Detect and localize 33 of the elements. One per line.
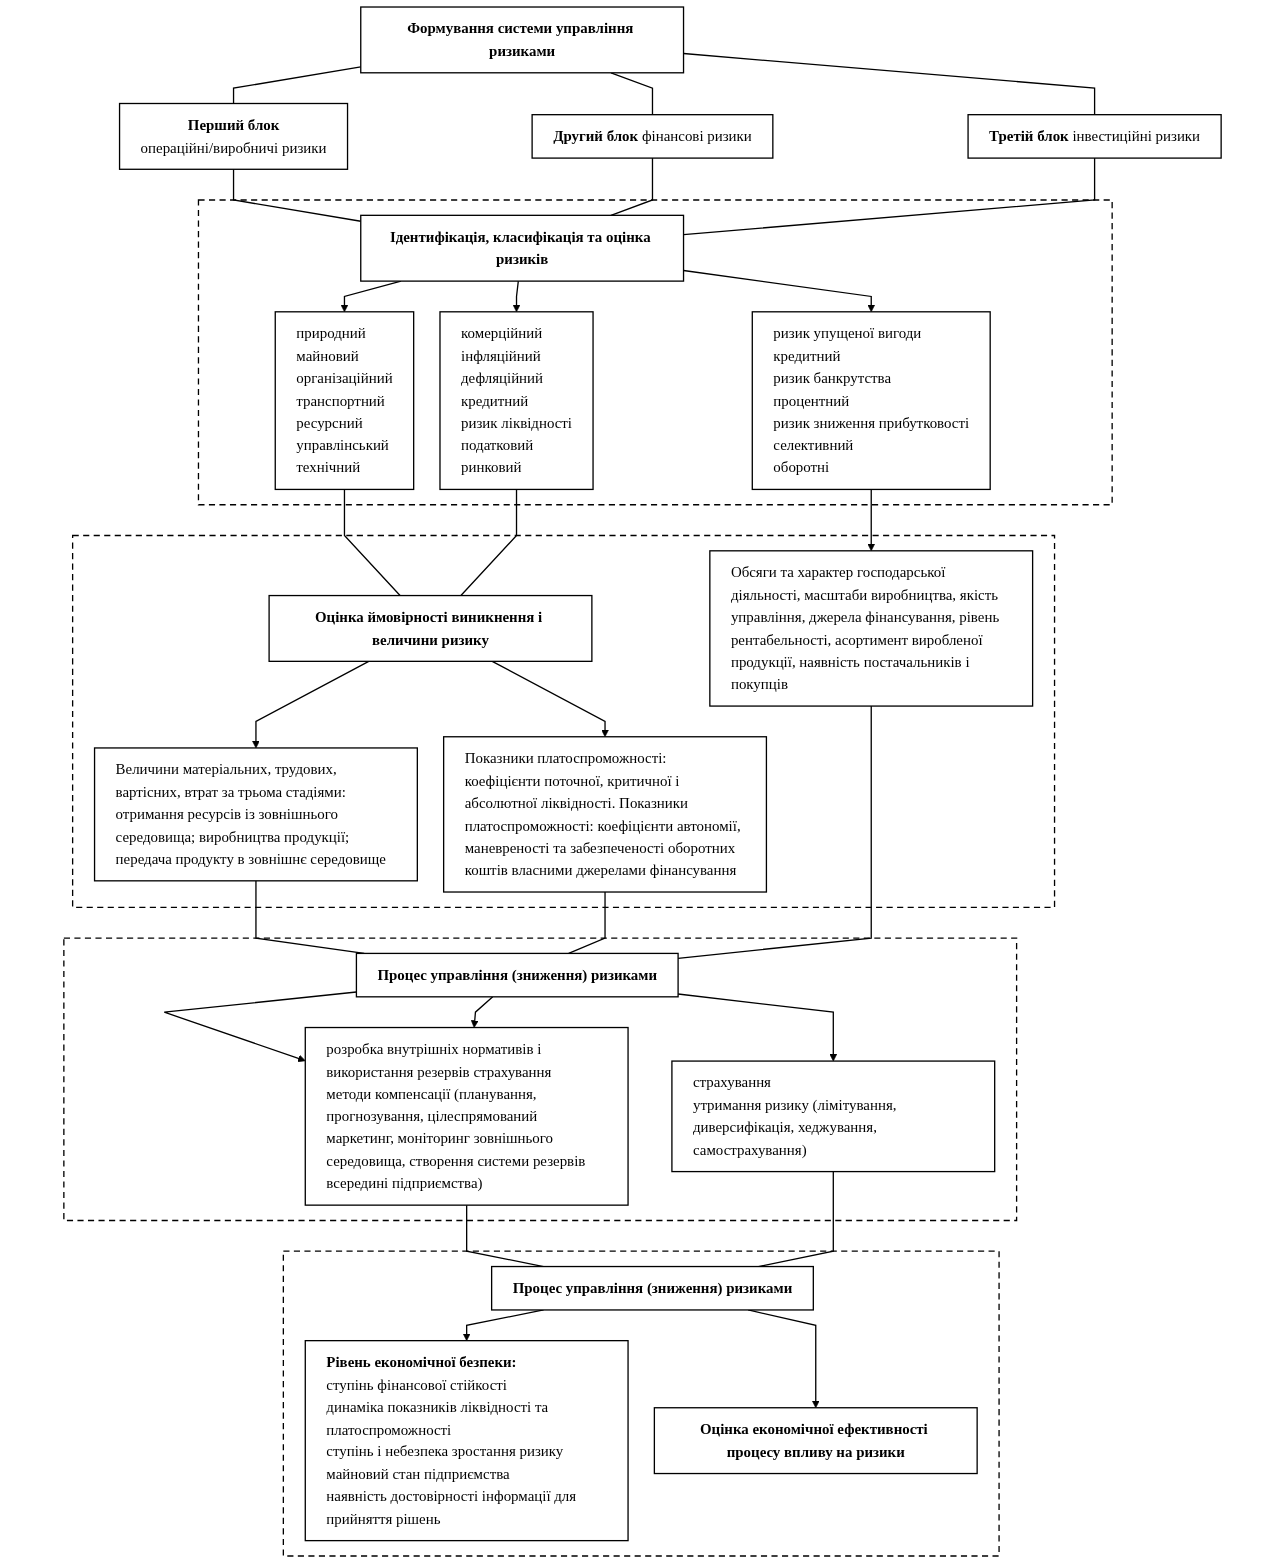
node-box: Ідентифікація, класифікація та оцінка ризиків [360, 214, 685, 282]
node-box: Перший блок операційні/виробничі ризики [118, 102, 349, 170]
arrow [252, 660, 370, 749]
connector [568, 891, 606, 955]
node-box: Рівень економічної безпеки: ступінь фінансової стійкості динаміка показників ліквідності та платоспроможності ступінь і небезпека зростання ризику майновий стан підприємства наявність достовірності інформації для прийняття рішень [304, 1340, 629, 1542]
connector [343, 488, 401, 597]
arrow [470, 996, 494, 1028]
arrow [867, 488, 876, 552]
node-box: Оцінка економічної ефективності процесу впливу на ризики [653, 1407, 978, 1475]
arrow [491, 660, 609, 738]
cluster [282, 1250, 1000, 1557]
node-box: Величини матеріальних, трудових, вартісних, втрат за трьома стадіями: отримання ресурсів із зовнішнього середовища; виробництва продукції; передача продукту в зовнішнє середовище [93, 747, 418, 882]
node-box: страхування утримання ризику (лімітування, диверсифікація, хеджування, самострахування) [671, 1060, 996, 1173]
node-box: комерційний інфляційний дефляційний кредитний ризик ліквідності податковий ринковий [439, 311, 594, 491]
cluster [71, 534, 1056, 908]
connector [610, 157, 654, 216]
cluster [63, 937, 1018, 1222]
cluster [197, 199, 1113, 506]
node-box: Показники платоспроможності: коефіцієнти поточної, критичної і абсолютної ліквідності. Показники платоспроможності: коефіцієнти автономії, маневреності та забезпеченості оборотних коштів власними джерелами фінансування [443, 736, 768, 893]
node-box: Процес управління (зниження) ризиками [490, 1265, 814, 1311]
arrow [512, 280, 521, 313]
node-box: Оцінка ймовірності виникнення і величини ризику [268, 594, 593, 662]
node-box: Процес управління (зниження) ризиками [355, 952, 679, 998]
node-box: природний майновий організаційний транспортний ресурсний управлінський технічний [274, 311, 415, 491]
node-box: Другий блок фінансові ризики [531, 114, 774, 159]
node-box: Обсяги та характер господарської діяльності, масштаби виробництва, якість управління, джерела фінансування, рівень рентабельності, асортимент виробленої продукції, наявність постачальників і покупців [709, 550, 1034, 707]
node-box: розробка внутрішніх нормативів і використання резервів страхування методи компенсації (планування, прогнозування, цілеспрямований маркетинг, моніторинг зовнішнього середовища, створення системи резервів всередині підприємства) [304, 1026, 629, 1206]
node-box: ризик упущеної вигоди кредитний ризик банкрутства процентний ризик зниження прибутковості селективний оборотні [751, 311, 991, 491]
arrow [677, 993, 838, 1062]
connector [460, 488, 518, 597]
node-box: Формування системи управління ризиками [360, 6, 685, 74]
connector [610, 72, 654, 116]
node-box: Третій блок інвестиційні ризики [967, 114, 1222, 159]
